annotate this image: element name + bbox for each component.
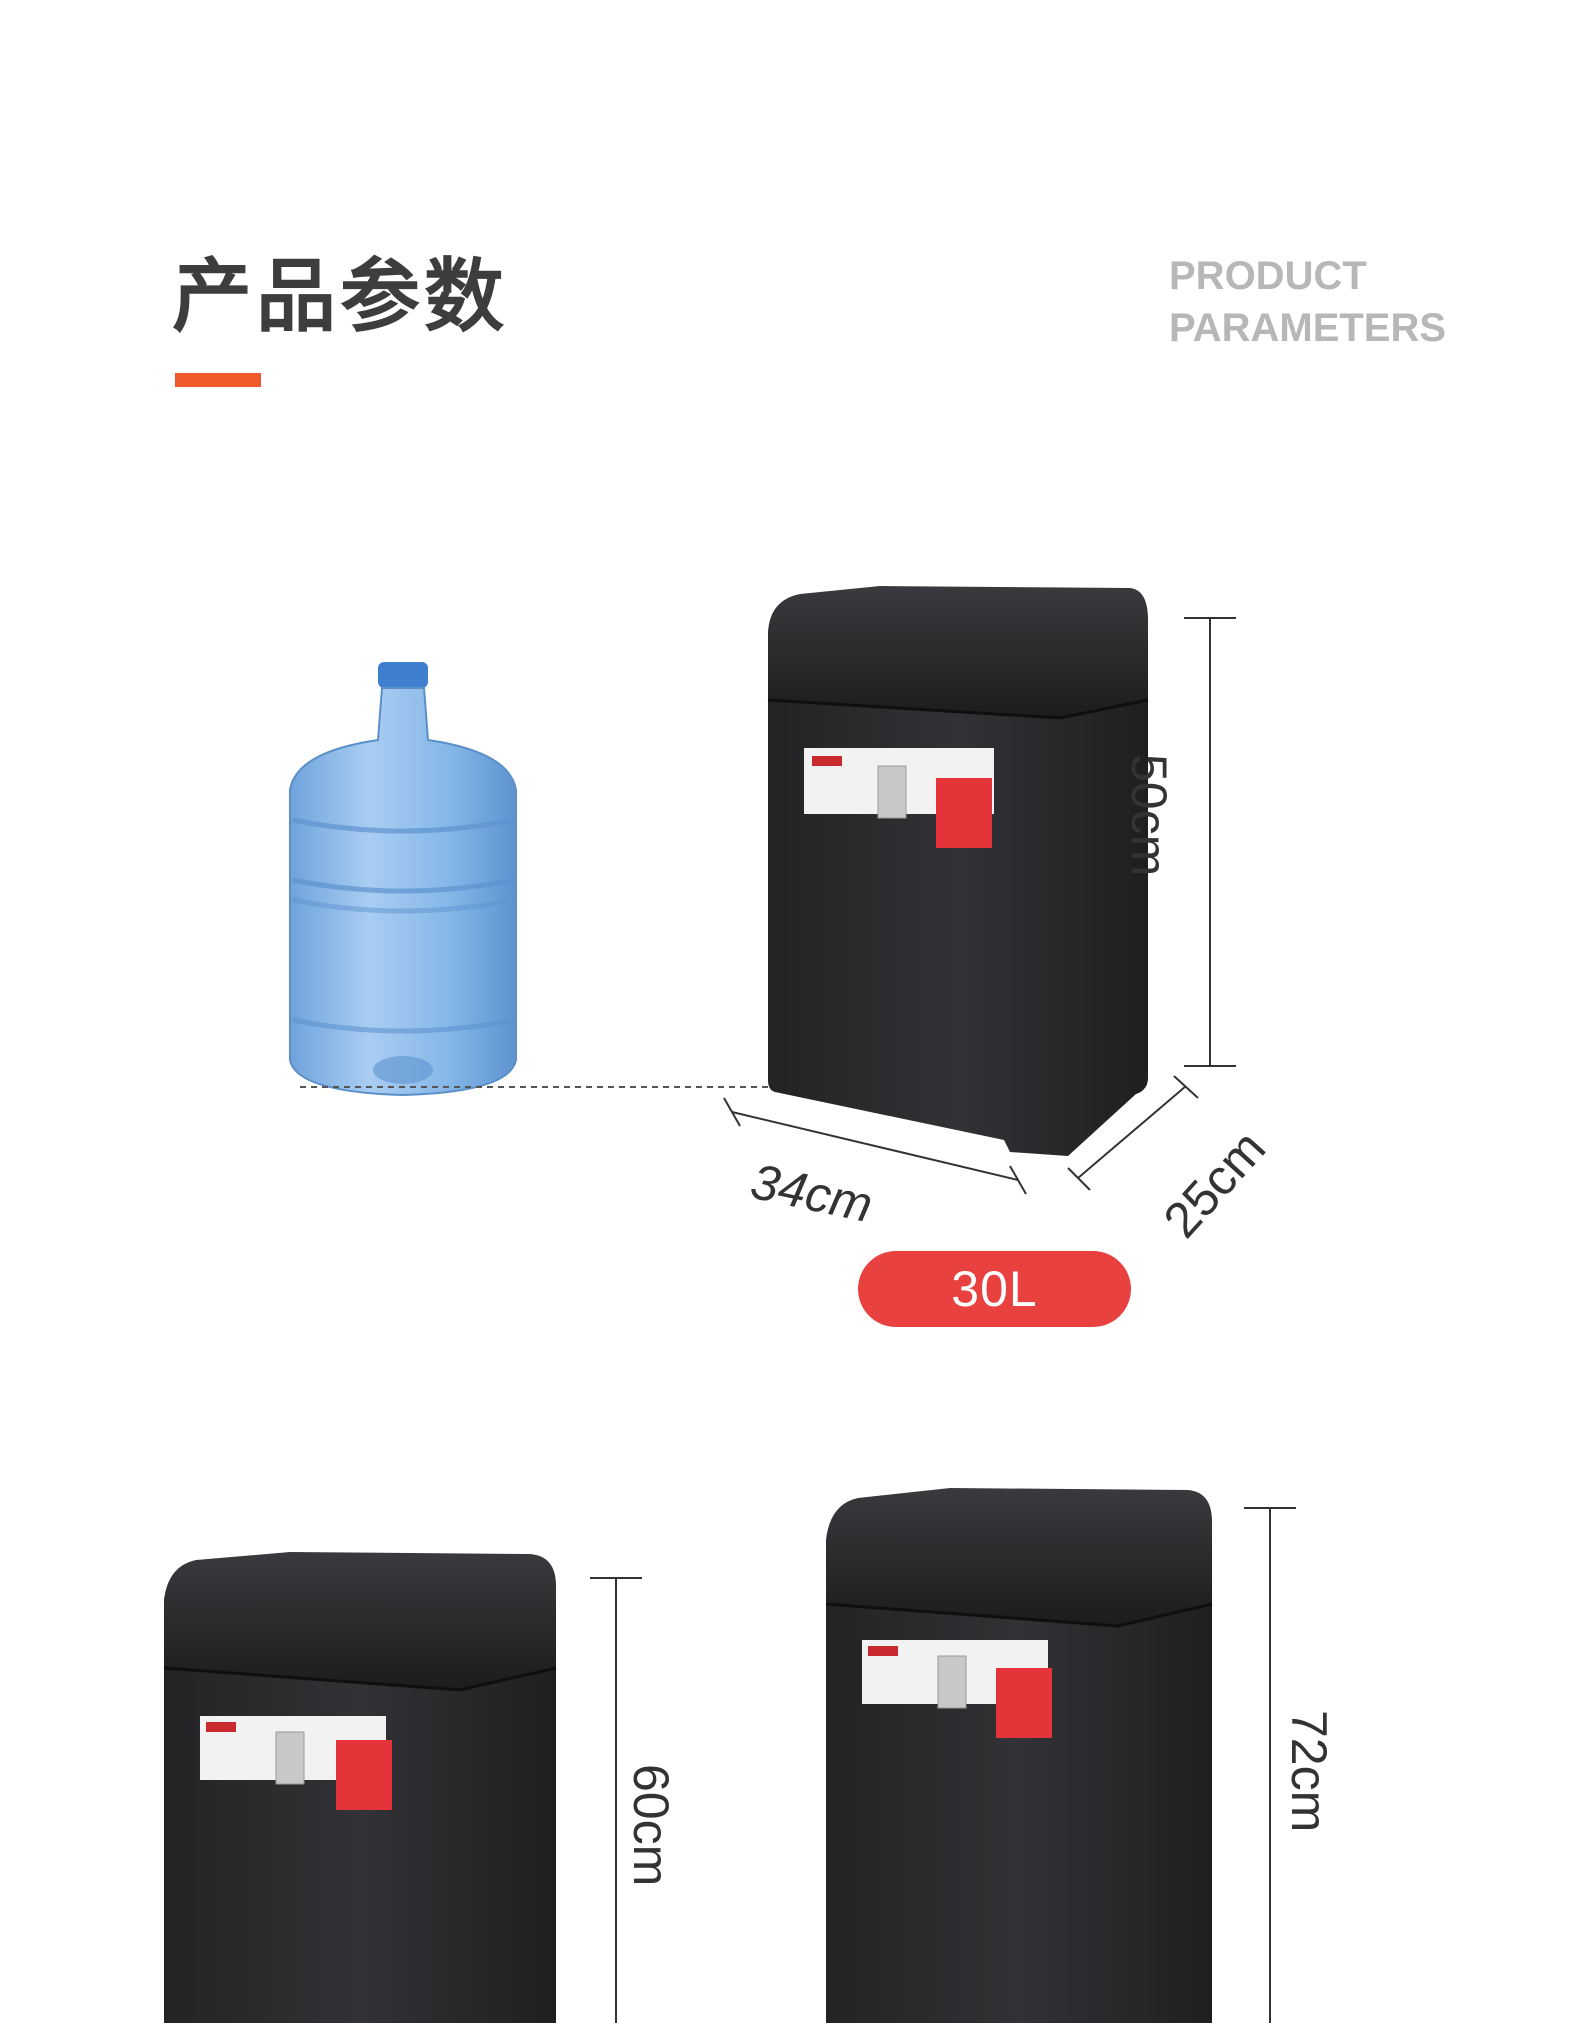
- height-label-large: 72cm: [1281, 1710, 1337, 1833]
- trash-bin-large-icon: [825, 1488, 1213, 2023]
- section-title: 产品参数: [172, 250, 508, 343]
- title-en-line-2: PARAMETERS: [1169, 306, 1447, 350]
- height-label-30l: 50cm: [1121, 754, 1177, 877]
- capacity-badge-30l: 30L: [858, 1251, 1131, 1327]
- title-en-line-1: PRODUCT: [1169, 254, 1367, 298]
- trash-bin-medium-icon: [163, 1552, 557, 2023]
- water-bottle-icon: [289, 662, 517, 1097]
- dimension-lines-large: [1244, 1507, 1296, 2023]
- title-accent-bar: [175, 373, 261, 387]
- section-title-english: PRODUCT PARAMETERS: [1169, 250, 1509, 354]
- trash-bin-30l-icon: [767, 586, 1149, 1156]
- dimension-lines-medium: [590, 1577, 642, 2023]
- height-label-medium: 60cm: [623, 1764, 679, 1887]
- dimension-lines-30l: [723, 617, 1236, 1195]
